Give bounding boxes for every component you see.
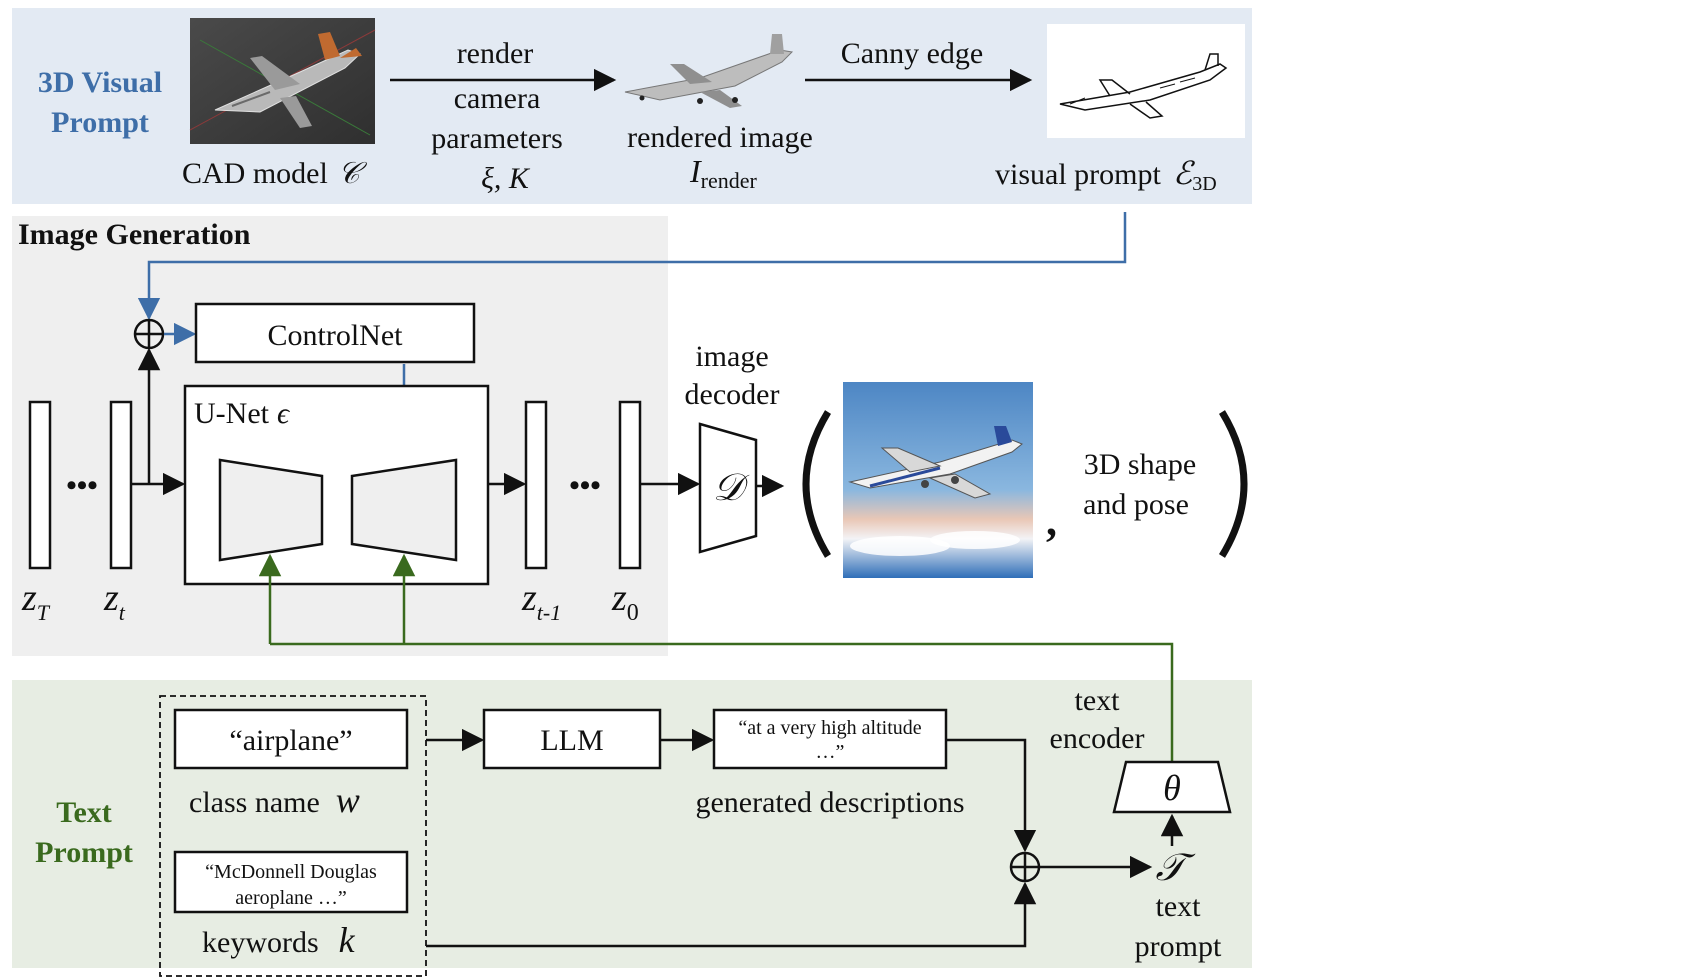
z0-label: z0: [611, 577, 639, 626]
keywords-box: [173, 850, 409, 914]
output-and-pose-label: and pose: [1083, 488, 1189, 521]
visual-prompt-sketch: [1047, 24, 1245, 138]
text-encoder-to-unet-line: [270, 642, 1174, 762]
keywords-box-line2: aeroplane …”: [235, 887, 347, 909]
airplane-box: [173, 708, 409, 770]
generated-descriptions-label: generated descriptions: [695, 786, 964, 819]
image-generation-title: Image Generation: [18, 218, 251, 251]
text-encoder-label-2: encoder: [1050, 722, 1145, 755]
output-3d-shape-label: 3D shape: [1084, 448, 1196, 481]
image-decoder-label-1: image: [695, 340, 768, 373]
unet-decoder-shape: [350, 458, 458, 562]
image-decoder-label-2: decoder: [685, 378, 780, 411]
visual-prompt-title-1: 3D Visual: [38, 66, 162, 99]
class-keywords-group: [159, 695, 427, 977]
zt1-label: zt-1: [521, 577, 561, 625]
controlnet-sum-node: [133, 318, 165, 350]
description-box: [712, 708, 948, 770]
latent-ellipsis-right: •••: [569, 469, 601, 502]
keywords-box-line1: “McDonnell Douglas: [205, 861, 377, 883]
generated-airplane-photo: [843, 382, 1033, 578]
parameters-label: parameters: [431, 122, 563, 155]
llm-box: [482, 708, 662, 770]
unet-encoder-shape: [218, 458, 324, 562]
rendered-image-symbol: Irender: [689, 153, 758, 193]
text-encoder-label-1: text: [1075, 684, 1121, 717]
desc-to-sum-arrow: [946, 738, 1037, 853]
camera-params-symbol: ξ, K: [481, 162, 531, 195]
text-sum-node: [1009, 851, 1041, 883]
description-box-line2: …”: [816, 741, 845, 763]
latent-z0-bar: [618, 400, 642, 570]
canny-edge-label: Canny edge: [841, 37, 983, 70]
rendered-airplane-image: [624, 34, 794, 108]
zT-label: zT: [21, 577, 51, 625]
description-box-line1: “at a very high altitude: [738, 717, 921, 739]
latent-zt-bar: [109, 400, 133, 570]
keywords-to-sum-arrow: [426, 881, 1037, 948]
latent-zT-bar: [28, 400, 52, 570]
output-paren-close: [1219, 410, 1248, 558]
llm-label: LLM: [540, 724, 603, 757]
airplane-text: “airplane”: [229, 724, 352, 757]
latent-ellipsis-left: •••: [66, 469, 98, 502]
theta-symbol: θ: [1163, 768, 1181, 808]
output-paren-open: [802, 410, 831, 558]
image-decoder-shape: [698, 422, 758, 554]
text-prompt-label-2: prompt: [1135, 930, 1222, 963]
controlnet-box: [194, 302, 476, 364]
cad-model-image: [189, 18, 376, 144]
render-label: render: [457, 37, 534, 70]
zt-label: zt: [103, 577, 126, 625]
visual-prompt-to-sum-arrow: [137, 212, 1127, 321]
rendered-image-label: rendered image: [627, 121, 813, 154]
camera-label: camera: [454, 82, 541, 115]
output-comma: ,: [1046, 496, 1057, 545]
text-prompt-label-1: text: [1156, 890, 1202, 923]
controlnet-label: ControlNet: [268, 319, 404, 352]
visual-prompt-title-2: Prompt: [51, 106, 149, 139]
latent-zt1-bar: [524, 400, 548, 570]
text-prompt-title-1: Text: [56, 796, 112, 829]
text-encoder-shape: [1112, 760, 1232, 814]
text-prompt-title-2: Prompt: [35, 836, 133, 869]
